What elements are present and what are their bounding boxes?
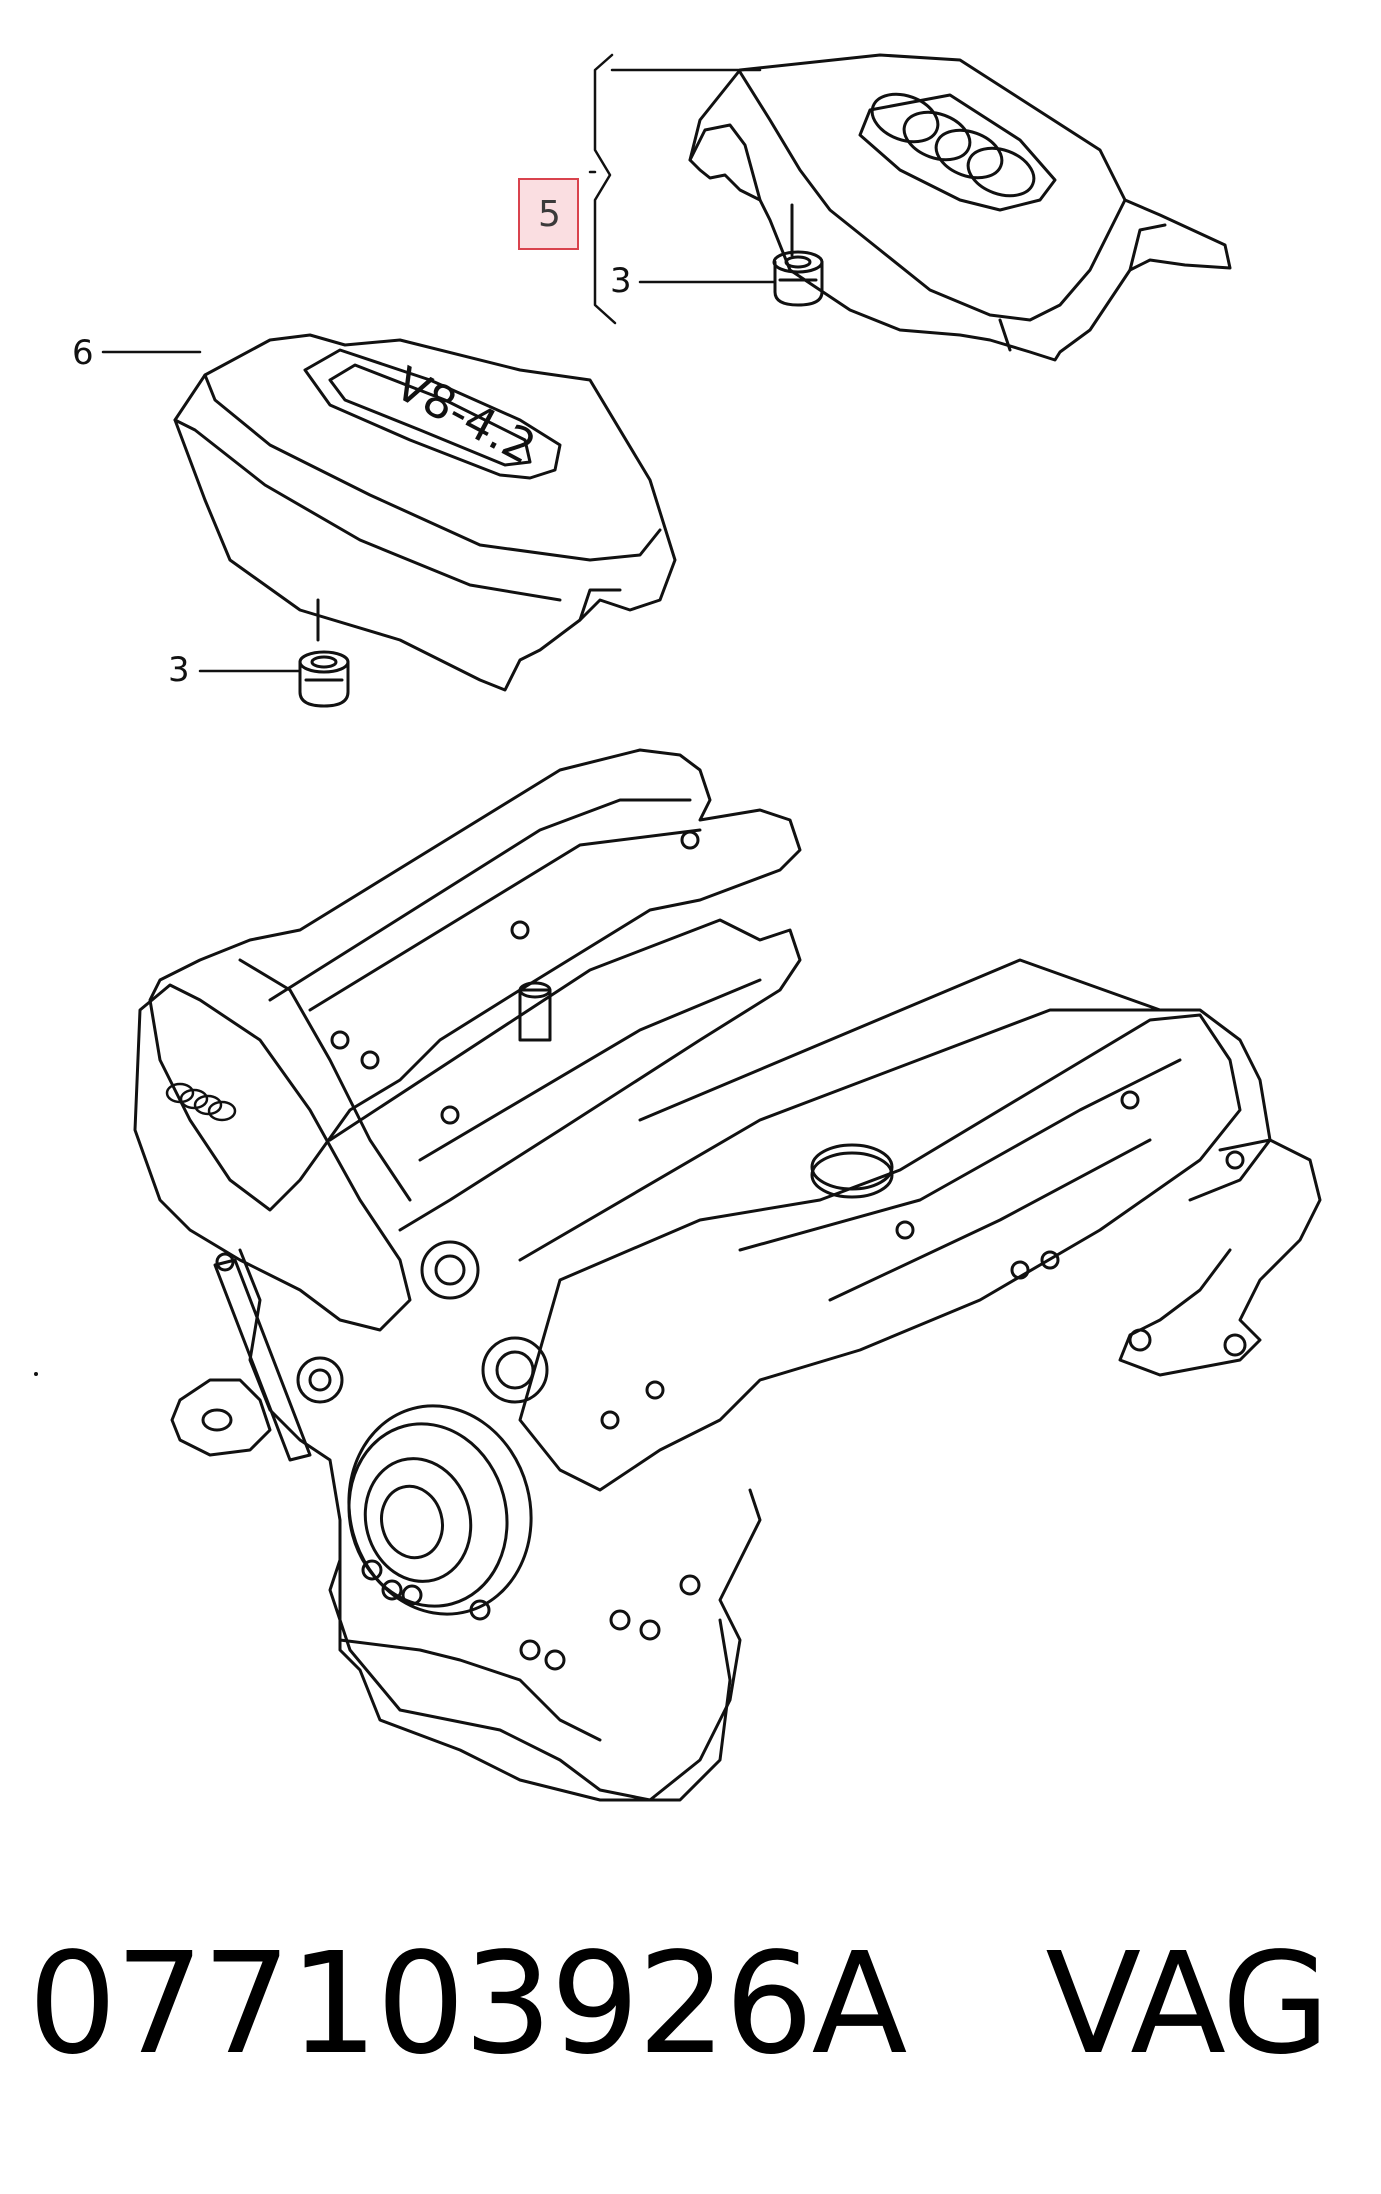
engine-cover-top: [688, 53, 1232, 362]
exploded-parts-diagram: V8-4.2: [34, 53, 1322, 1802]
engine-cover-middle: V8-4.2: [173, 333, 677, 692]
callout-label-3-bottom: 3: [168, 650, 190, 690]
grommet-bottom: [298, 650, 350, 708]
crankshaft-pulley: [347, 1404, 533, 1616]
callout-label-6: 6: [72, 333, 94, 373]
grommet-top: [772, 250, 824, 307]
oil-filler-cap: [810, 1143, 894, 1191]
callout-label-3-top: 3: [610, 261, 632, 301]
audi-rings-emblem-top: [858, 92, 1057, 212]
brand-name: VAG: [1045, 1923, 1330, 2086]
highlighted-part-marker: [518, 178, 579, 250]
part-number-caption: 077103926A VAG: [28, 1905, 1358, 2105]
engine-block: [133, 748, 1322, 1802]
stray-dot: [34, 1372, 38, 1376]
bracket-5: [588, 53, 762, 325]
audi-rings-emblem-engine: [165, 1082, 237, 1122]
part-number: 077103926A: [28, 1923, 907, 2086]
callout-label-5: 5: [538, 194, 561, 235]
v8-badge-text: V8-4.2: [386, 356, 544, 474]
